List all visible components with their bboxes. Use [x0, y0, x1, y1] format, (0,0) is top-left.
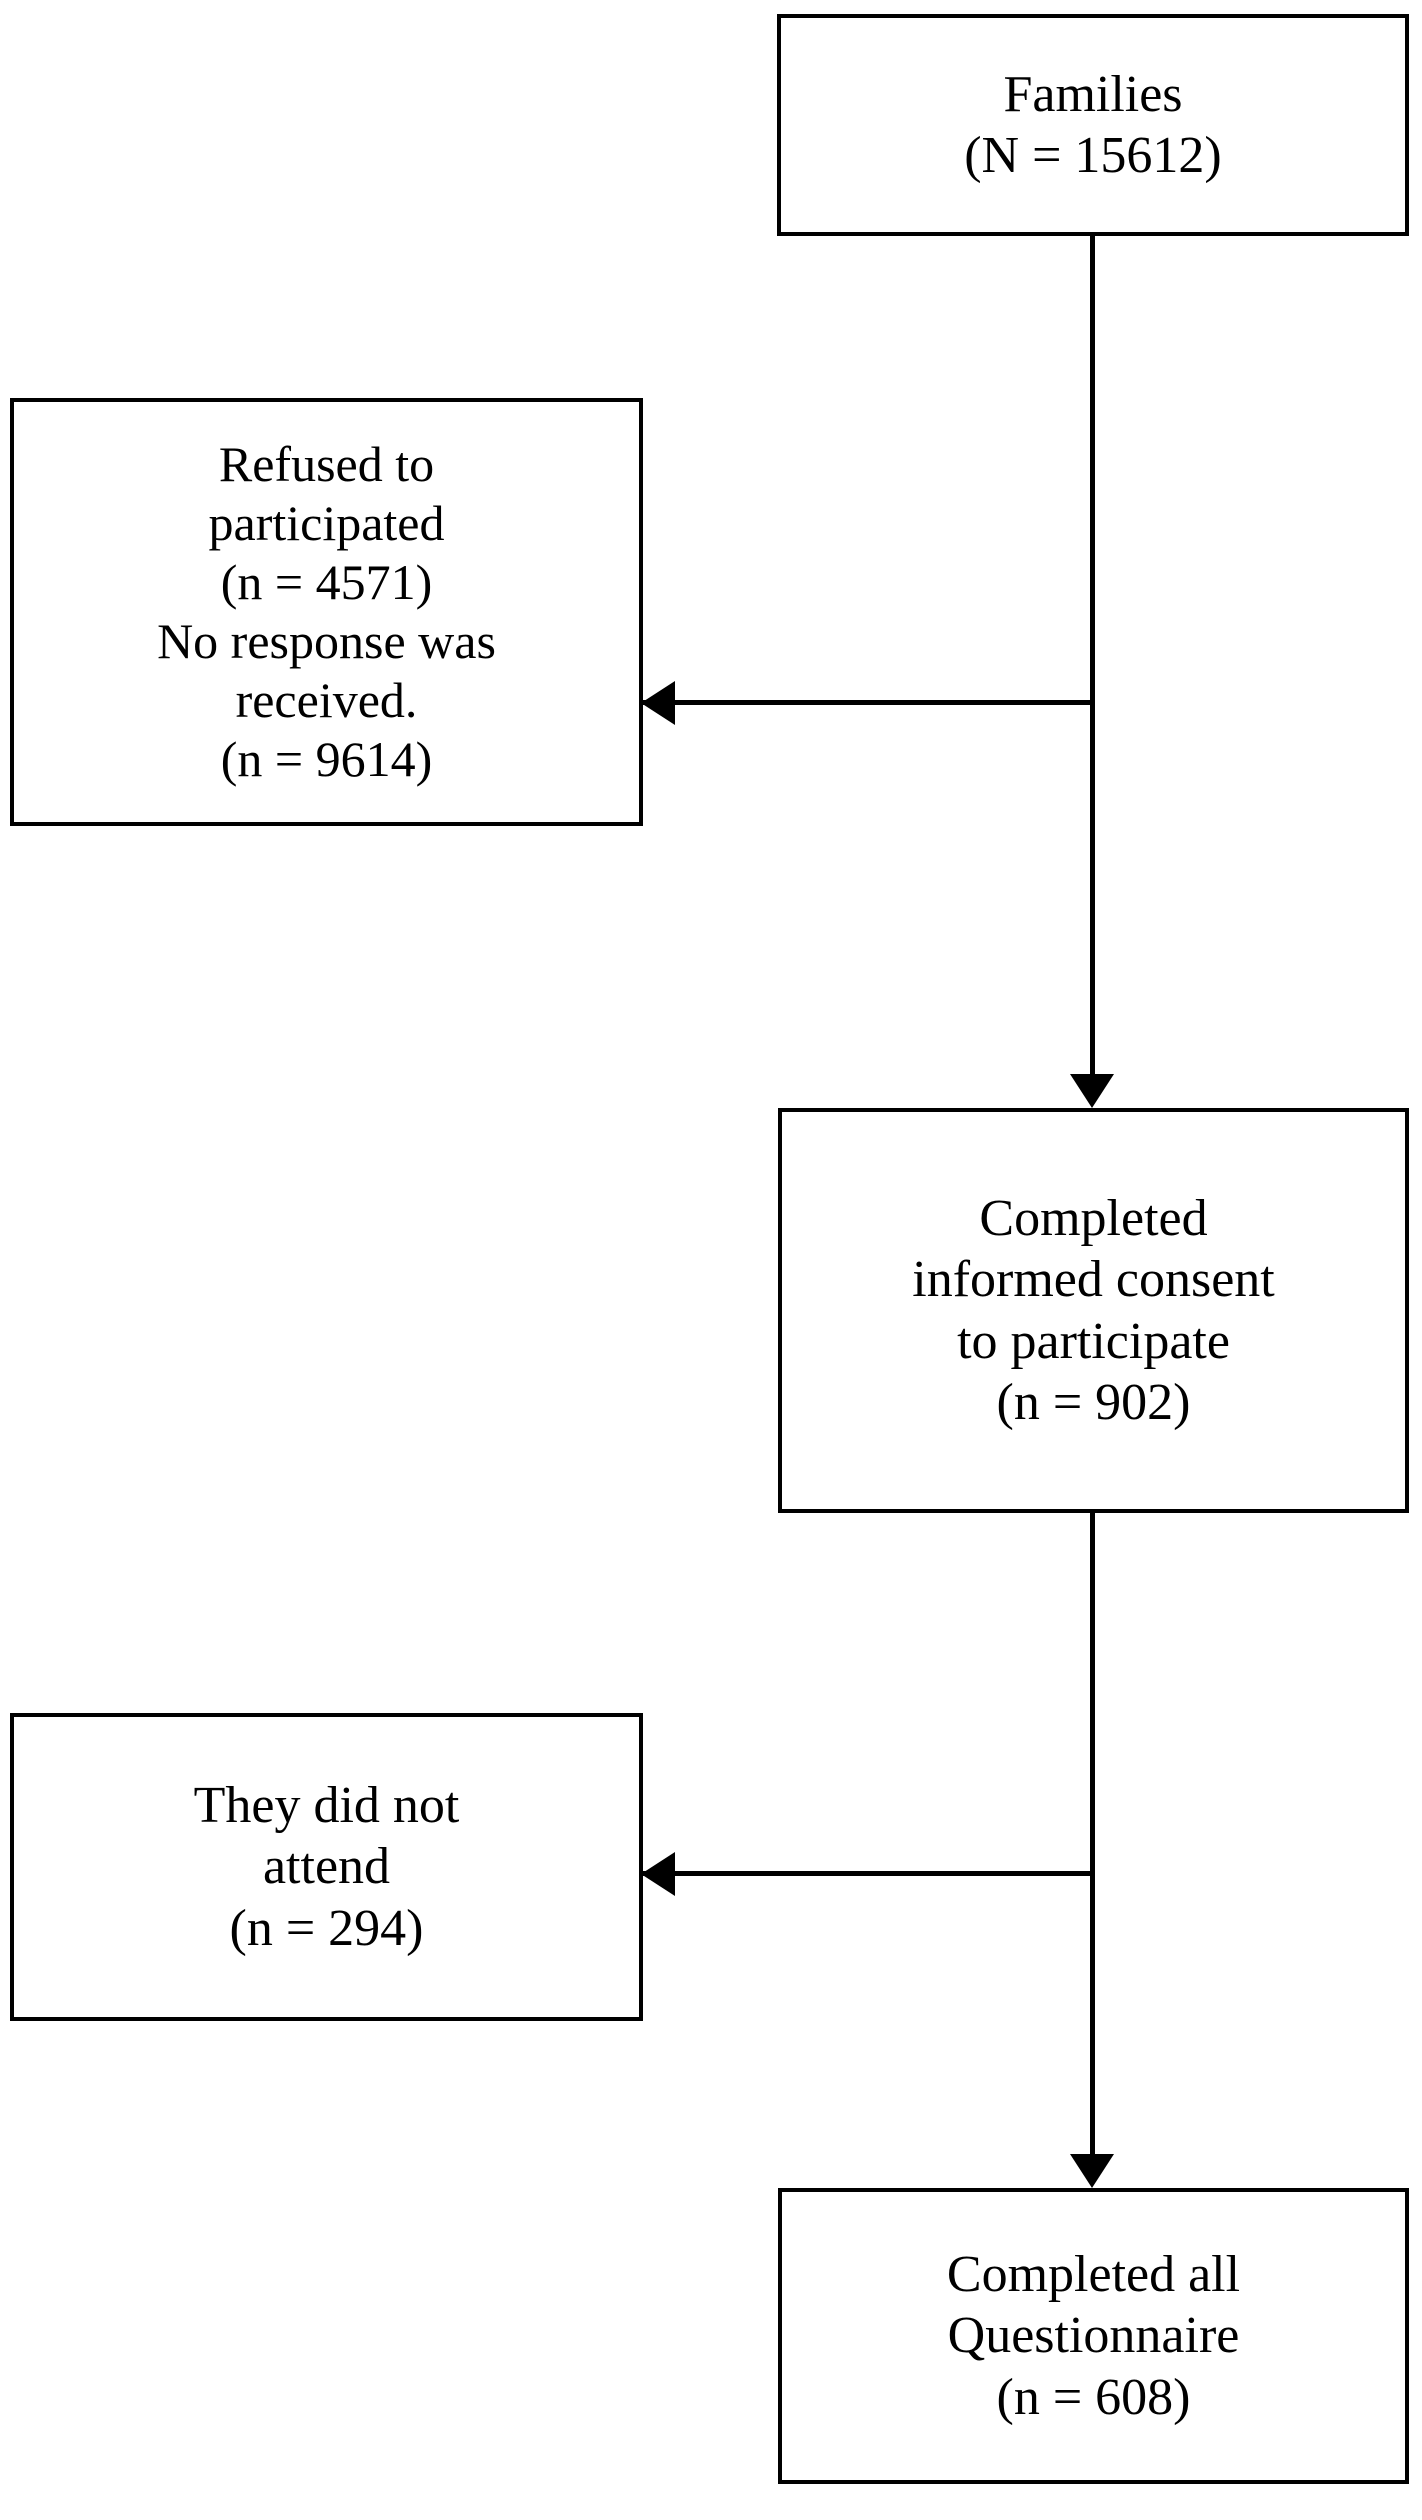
- node-refused-line-5: received.: [235, 672, 418, 728]
- node-refused-line-3: (n = 4571): [220, 554, 433, 610]
- node-consent-line-3: to participate: [957, 1312, 1230, 1370]
- connector-consent-to-notattend: [641, 1871, 1093, 1876]
- arrowhead-down-icon: [1070, 2154, 1114, 2188]
- node-did-not-attend: They did not attend (n = 294): [10, 1713, 643, 2021]
- node-consent-line-1: Completed: [979, 1189, 1208, 1247]
- connector-families-to-refused: [641, 700, 1093, 705]
- connector-families-to-consent: [1090, 236, 1095, 1074]
- node-notattend-line-1: They did not: [193, 1776, 460, 1834]
- node-families-line-2: (N = 15612): [964, 127, 1222, 184]
- node-refused-line-1: Refused to: [218, 436, 435, 492]
- node-questionnaire-line-3: (n = 608): [996, 2368, 1191, 2426]
- node-refused-line-2: participated: [208, 495, 445, 551]
- node-refused-line-4: No response was: [157, 613, 496, 669]
- node-families-line-1: Families: [1003, 65, 1183, 123]
- node-refused-line-6: (n = 9614): [220, 731, 433, 787]
- arrowhead-left-icon: [641, 1852, 675, 1896]
- node-questionnaire-line-2: Questionnaire: [947, 2307, 1240, 2365]
- arrowhead-left-icon: [641, 681, 675, 725]
- connector-consent-to-questionnaire: [1090, 1513, 1095, 2154]
- node-completed-all-questionnaire: Completed all Questionnaire (n = 608): [778, 2188, 1409, 2484]
- node-families: Families (N = 15612): [777, 14, 1409, 236]
- node-consent-line-4: (n = 902): [996, 1373, 1191, 1431]
- node-refused-to-participate: Refused to participated (n = 4571) No re…: [10, 398, 643, 826]
- node-notattend-line-2: attend: [262, 1838, 391, 1896]
- node-notattend-line-3: (n = 294): [229, 1899, 424, 1957]
- node-completed-informed-consent: Completed informed consent to participat…: [778, 1108, 1409, 1513]
- node-consent-line-2: informed consent: [912, 1251, 1275, 1309]
- arrowhead-down-icon: [1070, 1074, 1114, 1108]
- node-questionnaire-line-1: Completed all: [946, 2245, 1241, 2303]
